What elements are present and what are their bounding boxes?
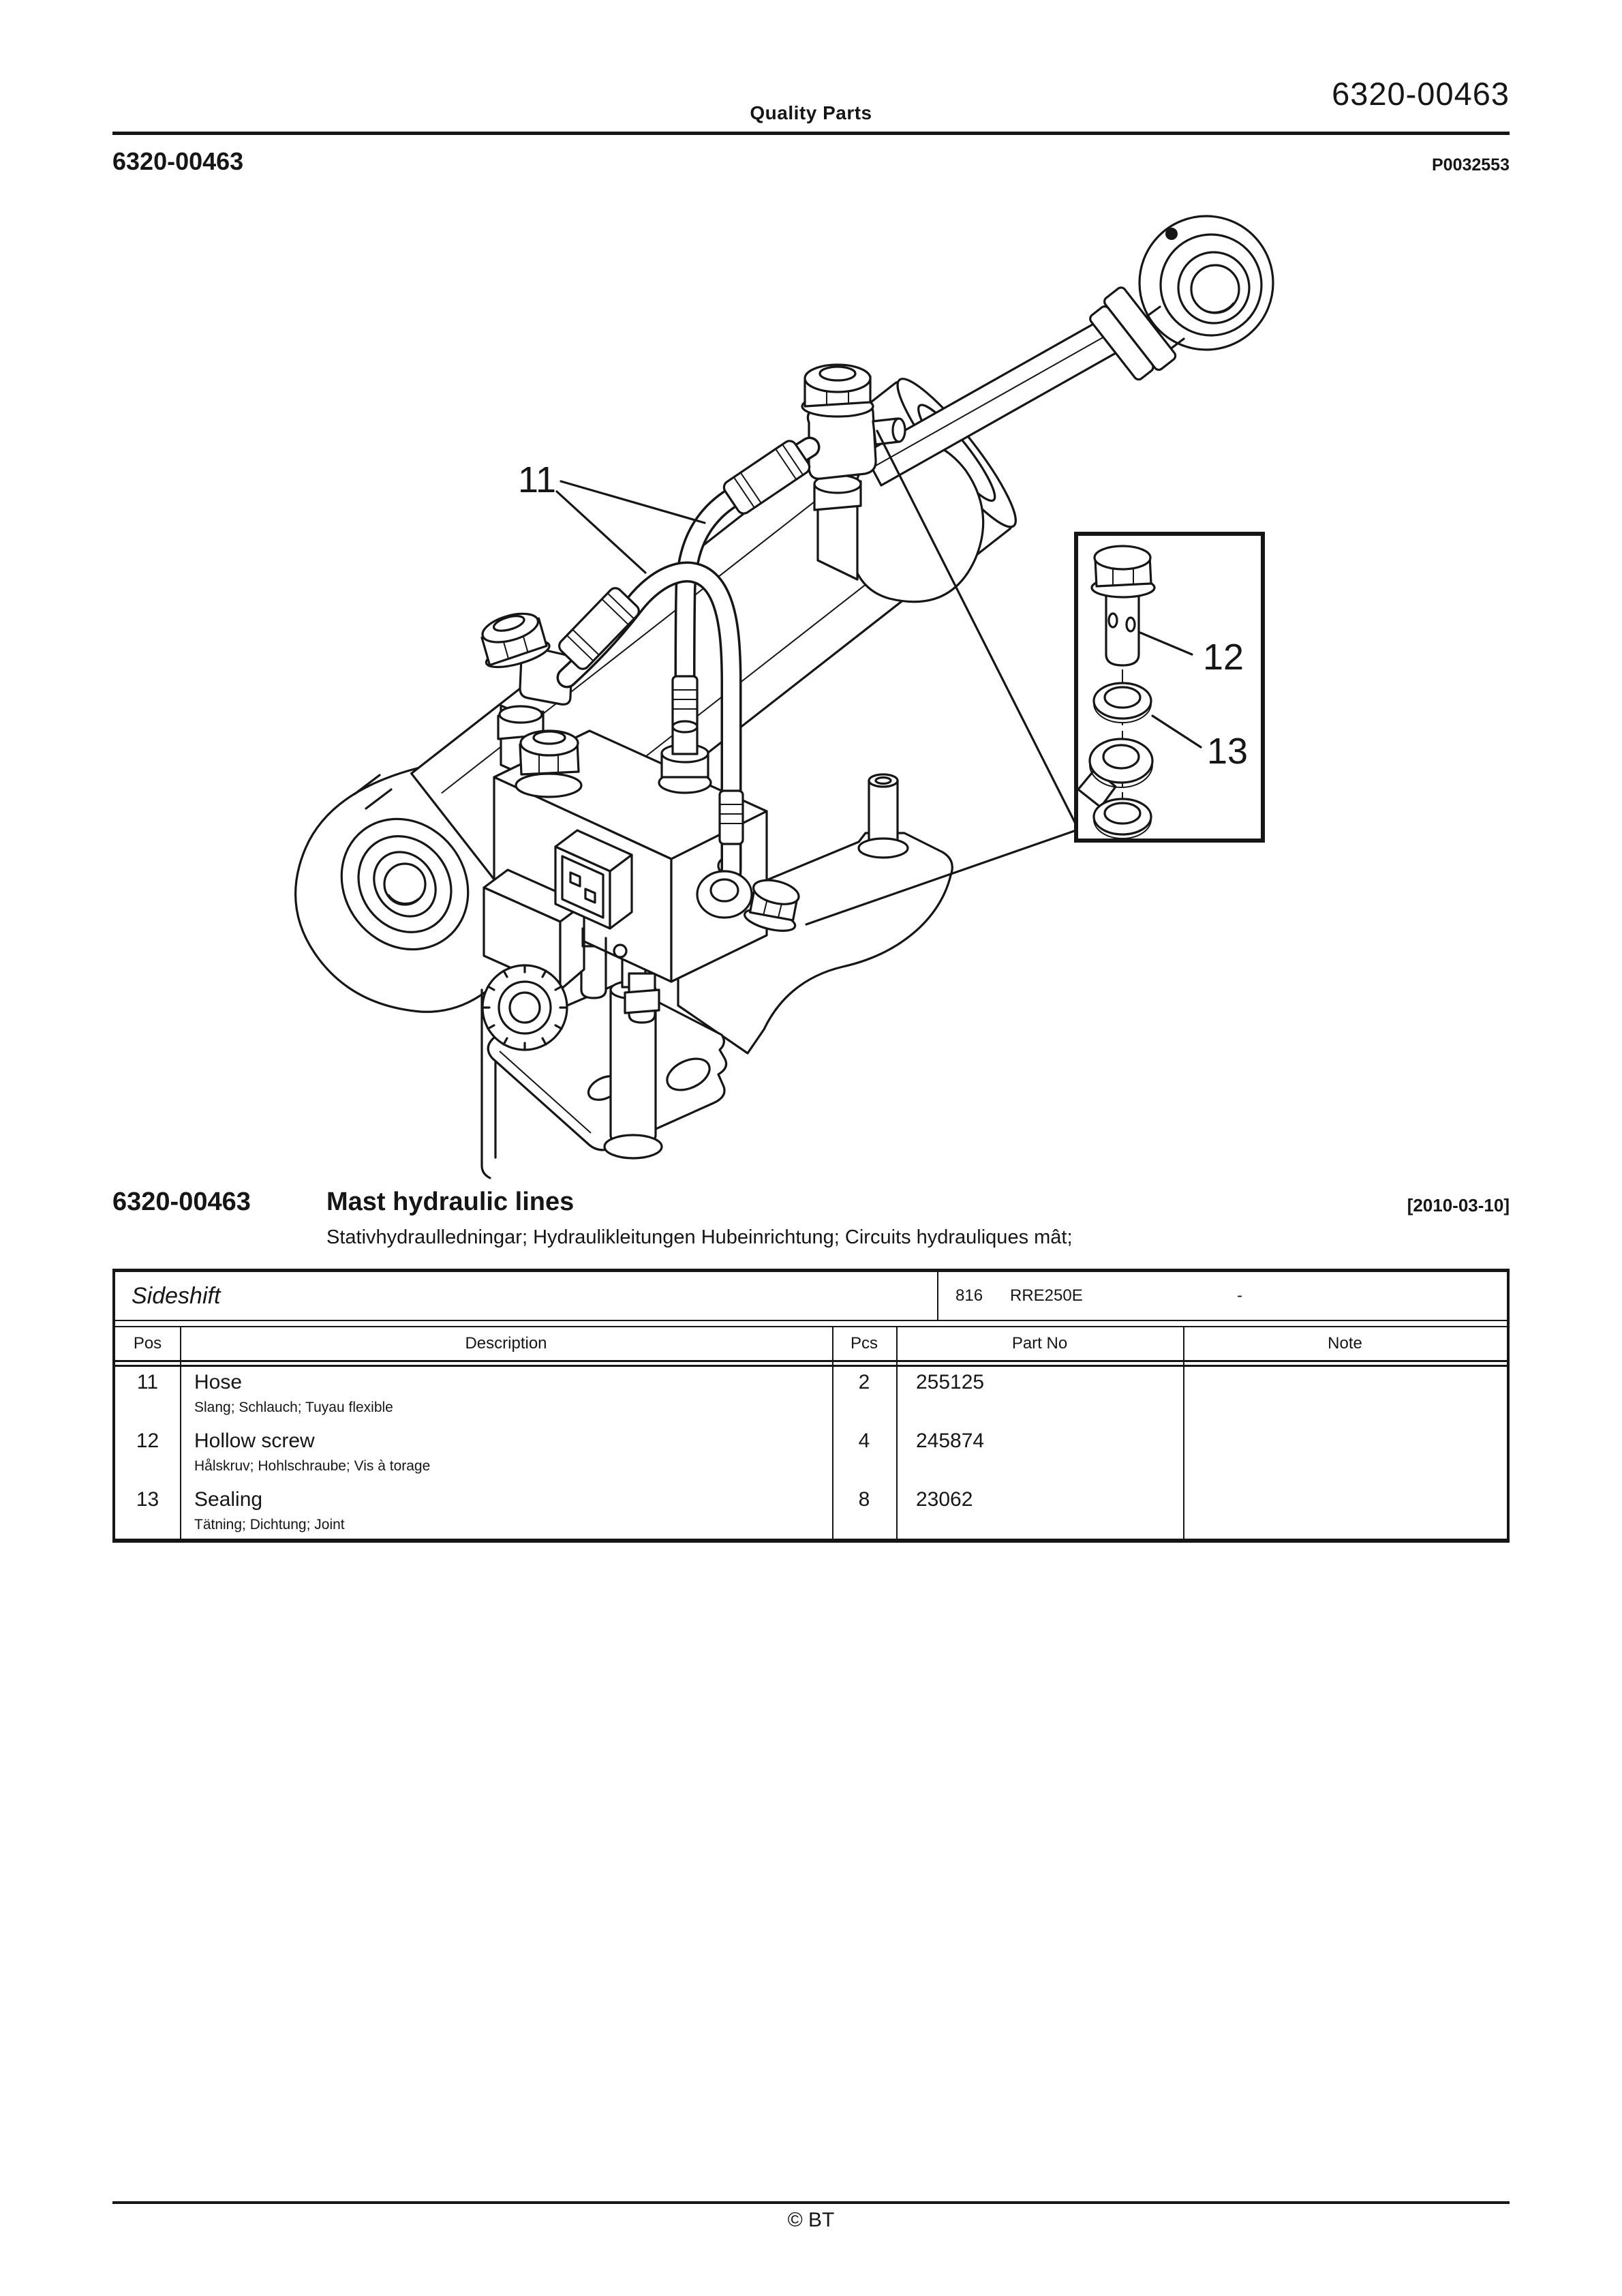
header-rule <box>112 132 1510 135</box>
table-row: 12 Hollow screw Hålskruv; Hohlschraube; … <box>115 1428 1507 1487</box>
row-description: Hollow screw <box>194 1430 315 1452</box>
hydraulic-hoses <box>556 436 821 906</box>
col-divider <box>832 1326 833 1539</box>
diagram-label-13: 13 <box>1207 731 1248 772</box>
hose-end-ferrule <box>718 789 744 845</box>
exploded-parts-drawing: 11 <box>294 215 1274 1179</box>
header-row-top-line <box>115 1326 1507 1327</box>
solenoid-valve <box>481 868 585 1051</box>
row-description-alt: Hålskruv; Hohlschraube; Vis à torage <box>194 1458 431 1474</box>
col-header-part-no: Part No <box>1011 1334 1068 1353</box>
table-row: 13 Sealing Tätning; Dichtung; Joint 8 23… <box>115 1487 1507 1545</box>
section-title: Mast hydraulic lines <box>326 1188 575 1216</box>
parts-table: Sideshift 816 RRE250E - Pos Description … <box>112 1269 1510 1543</box>
model-serial: - <box>1237 1286 1242 1305</box>
double-line-bottom <box>115 1365 1507 1367</box>
col-divider <box>1183 1326 1184 1539</box>
page-doc-number: 6320-00463 <box>112 147 244 175</box>
row-pos: 11 <box>136 1371 159 1393</box>
sealing-washer-part <box>1092 798 1152 839</box>
model-row-bottom-line <box>115 1320 1507 1321</box>
row-pos: 13 <box>136 1488 159 1511</box>
head-port-fitting <box>801 363 906 581</box>
double-line-top <box>115 1360 1507 1362</box>
model-code: 816 <box>955 1286 983 1305</box>
solenoid-connector <box>554 829 633 957</box>
row-description-alt: Tätning; Dichtung; Joint <box>194 1517 345 1532</box>
row-description-alt: Slang; Schlauch; Tuyau flexible <box>194 1400 393 1415</box>
row-description: Hose <box>194 1371 243 1393</box>
table-row: 11 Hose Slang; Schlauch; Tuyau flexible … <box>115 1370 1507 1428</box>
row-part-no: 255125 <box>916 1371 985 1393</box>
hose-crimp-sleeve <box>722 440 811 515</box>
hose-crimp-sleeve <box>558 587 640 670</box>
model-name: Sideshift <box>132 1283 221 1309</box>
cylinder-eye-bearing <box>340 817 470 951</box>
hollow-screw-part <box>1090 545 1156 667</box>
block-banjo-bolt <box>696 870 800 932</box>
footer-copyright: © BT <box>787 2209 835 2231</box>
row-pos: 12 <box>136 1430 159 1452</box>
header-doc-number: 6320-00463 <box>1332 76 1510 112</box>
footer-rule <box>112 2201 1510 2204</box>
diagram-label-11: 11 <box>518 459 556 500</box>
col-header-description: Description <box>465 1334 547 1353</box>
row-part-no: 245874 <box>916 1430 985 1452</box>
header-brand-title: Quality Parts <box>750 102 872 123</box>
detail-callout-leaders <box>805 429 1077 926</box>
row-pcs: 2 <box>858 1371 870 1393</box>
diagram-label-12: 12 <box>1203 637 1244 678</box>
image-reference-code: P0032553 <box>1431 155 1510 175</box>
manifold-bottom-plugs <box>580 945 660 1024</box>
sealing-washer-part <box>1092 682 1152 723</box>
row-description: Sealing <box>194 1488 263 1511</box>
col-divider <box>180 1326 181 1539</box>
detail-box: 12 13 <box>1074 532 1265 843</box>
col-divider <box>896 1326 898 1539</box>
label-pos11: 11 <box>518 459 706 574</box>
section-number: 6320-00463 <box>112 1188 251 1216</box>
rod-end-bearing <box>1089 215 1274 381</box>
row-pcs: 4 <box>858 1430 870 1452</box>
model-row-divider <box>937 1272 938 1320</box>
banjo-eye-part <box>1077 738 1154 809</box>
col-header-pos: Pos <box>133 1334 162 1353</box>
col-header-pcs: Pcs <box>850 1334 878 1353</box>
lug-hole-dot <box>1165 228 1178 240</box>
block-top-fittings <box>515 720 712 798</box>
section-date: [2010-03-10] <box>1407 1195 1510 1215</box>
row-pcs: 8 <box>858 1488 870 1511</box>
mount-arm-bracket <box>677 773 953 1055</box>
section-subtitle: Stativhydraulledningar; Hydraulikleitung… <box>326 1226 1073 1248</box>
col-header-note: Note <box>1328 1334 1362 1353</box>
row-part-no: 23062 <box>916 1488 973 1511</box>
model-type: RRE250E <box>1010 1286 1083 1305</box>
